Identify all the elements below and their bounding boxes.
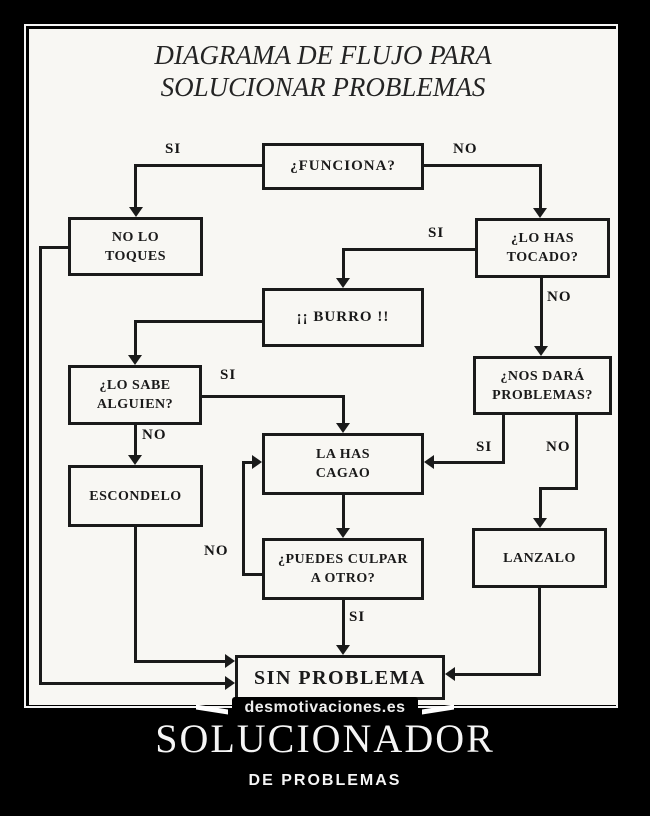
- arrowhead-down: [336, 528, 350, 538]
- edge-label-tocado-no: NO: [547, 289, 572, 305]
- edge-line: [242, 573, 262, 576]
- edge-line: [242, 461, 245, 576]
- node-no-lo-toques-label: NO LO TOQUES: [104, 229, 167, 264]
- arrowhead-down: [129, 207, 143, 217]
- edge-line: [575, 415, 578, 490]
- flowchart-title-line2: SOLUCIONAR PROBLEMAS: [160, 72, 486, 102]
- edge-label-culpar-si: SI: [349, 609, 366, 625]
- edge-label-sabe-no: NO: [142, 427, 167, 443]
- ribbon-left-icon: [196, 704, 229, 715]
- edge-line: [342, 600, 345, 646]
- arrowhead-down: [128, 355, 142, 365]
- caption-title: SOLUCIONADOR: [155, 716, 495, 761]
- edge-line: [202, 395, 345, 398]
- arrowhead-down: [128, 455, 142, 465]
- node-sin-problema-label: SIN PROBLEMA: [254, 666, 426, 689]
- arrowhead-right: [225, 654, 235, 668]
- edge-line: [39, 246, 42, 685]
- node-la-has-cagao-label: LA HAS CAGAO: [315, 447, 371, 481]
- edge-line: [539, 487, 578, 490]
- arrowhead-down: [534, 346, 548, 356]
- edge-line: [135, 320, 262, 323]
- edge-line: [134, 527, 137, 663]
- edge-label-culpar-no: NO: [204, 543, 229, 559]
- node-lanzalo: LANZALO: [472, 528, 607, 588]
- node-funciona-label: ¿FUNCIONA?: [290, 158, 396, 174]
- node-la-has-cagao: LA HAS CAGAO: [262, 433, 424, 495]
- edge-line: [343, 248, 475, 251]
- edge-line: [540, 278, 543, 347]
- node-lo-has-tocado-label: ¿LO HAS TOCADO?: [506, 231, 579, 265]
- arrowhead-right: [252, 455, 262, 469]
- node-nos-dara-problemas: ¿NOS DARÁ PROBLEMAS?: [473, 356, 612, 415]
- edge-line: [134, 425, 137, 456]
- edge-line: [342, 248, 345, 280]
- node-lo-sabe-alguien-label: ¿LO SABE ALGUIEN?: [96, 378, 174, 412]
- node-escondelo-label: ESCONDELO: [89, 488, 182, 504]
- flowchart-title-line1: DIAGRAMA DE FLUJO PARA: [154, 40, 492, 70]
- node-lanzalo-label: LANZALO: [503, 550, 576, 566]
- edge-label-funciona-si: SI: [165, 141, 182, 157]
- edge-line: [455, 673, 541, 676]
- node-lo-has-tocado: ¿LO HAS TOCADO?: [475, 218, 610, 278]
- edge-line: [134, 164, 137, 209]
- watermark-text: desmotivaciones.es: [232, 697, 418, 722]
- edge-line: [342, 495, 345, 530]
- arrowhead-down: [533, 208, 547, 218]
- caption-subtitle: DE PROBLEMAS: [248, 772, 402, 789]
- edge-line: [539, 164, 542, 210]
- arrowhead-down: [336, 423, 350, 433]
- edge-line: [539, 487, 542, 519]
- node-burro-label: ¡¡ BURRO !!: [296, 309, 390, 325]
- edge-line: [242, 461, 253, 464]
- edge-line: [538, 588, 541, 676]
- edge-label-dara-si: SI: [476, 439, 493, 455]
- arrowhead-down: [336, 645, 350, 655]
- node-no-lo-toques: NO LO TOQUES: [68, 217, 203, 276]
- node-puedes-culpar-a-otro: ¿PUEDES CULPAR A OTRO?: [262, 538, 424, 600]
- arrowhead-down: [336, 278, 350, 288]
- edge-line: [39, 246, 68, 249]
- node-puedes-culpar-a-otro-label: ¿PUEDES CULPAR A OTRO?: [277, 552, 409, 586]
- edge-line: [134, 320, 137, 356]
- watermark-banner: desmotivaciones.es: [0, 697, 650, 722]
- arrowhead-down: [533, 518, 547, 528]
- ribbon-right-icon: [421, 704, 454, 715]
- edge-line: [134, 660, 226, 663]
- node-funciona: ¿FUNCIONA?: [262, 143, 424, 190]
- flowchart-title: DIAGRAMA DE FLUJO PARA SOLUCIONAR PROBLE…: [29, 39, 617, 103]
- edge-line: [424, 164, 541, 167]
- edge-label-sabe-si: SI: [220, 367, 237, 383]
- flowchart-image: DIAGRAMA DE FLUJO PARA SOLUCIONAR PROBLE…: [29, 29, 617, 705]
- arrowhead-right: [225, 676, 235, 690]
- node-sin-problema: SIN PROBLEMA: [235, 655, 445, 700]
- edge-line: [39, 682, 226, 685]
- edge-line: [342, 395, 345, 424]
- edge-line: [433, 461, 504, 464]
- edge-label-funciona-no: NO: [453, 141, 478, 157]
- arrowhead-left: [424, 455, 434, 469]
- node-burro: ¡¡ BURRO !!: [262, 288, 424, 347]
- edge-label-tocado-si: SI: [428, 225, 445, 241]
- edge-line: [502, 415, 505, 464]
- arrowhead-left: [445, 667, 455, 681]
- node-escondelo: ESCONDELO: [68, 465, 203, 527]
- edge-label-dara-no: NO: [546, 439, 571, 455]
- node-nos-dara-problemas-label: ¿NOS DARÁ PROBLEMAS?: [492, 368, 593, 403]
- edge-line: [134, 164, 262, 167]
- node-lo-sabe-alguien: ¿LO SABE ALGUIEN?: [68, 365, 202, 425]
